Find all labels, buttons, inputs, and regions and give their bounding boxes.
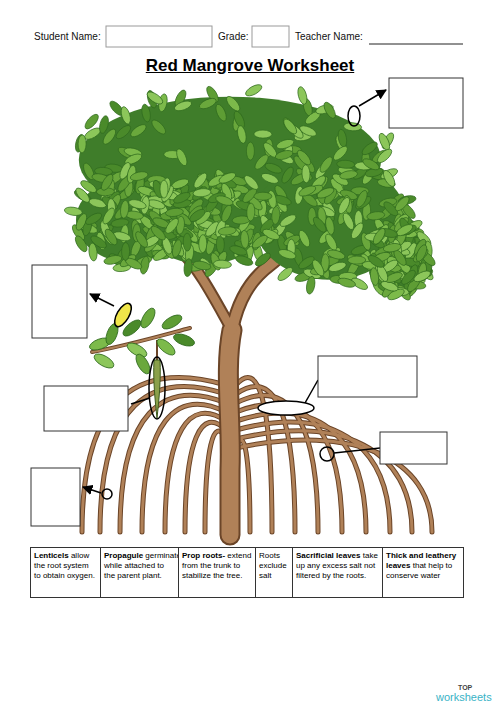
fact-text: Roots exclude salt xyxy=(259,551,287,580)
watermark: worksheets xyxy=(436,691,492,704)
field-label: Student Name: xyxy=(34,31,101,43)
fact-heading: Prop roots- xyxy=(182,551,225,560)
grade-input-box xyxy=(252,26,289,47)
callout-markers xyxy=(102,106,360,499)
fact-heading: Sacrificial leaves xyxy=(296,551,361,560)
leader-lines xyxy=(83,90,386,493)
fact-box: Propagulegerminates while attached to th… xyxy=(100,547,179,598)
worksheet-title: Red Mangrove Worksheet xyxy=(0,56,500,76)
field-label: Teacher Name: xyxy=(295,31,363,43)
teacher-name-line xyxy=(369,44,463,45)
name-input-box xyxy=(106,26,212,47)
answer-boxes xyxy=(31,78,463,526)
fact-heading: Lenticels xyxy=(34,551,69,560)
leaf-canopy xyxy=(64,82,438,302)
fact-box: Lenticelsallow the root system to obtain… xyxy=(30,547,101,598)
fact-box: Prop roots-extend from the trunk to stab… xyxy=(178,547,256,598)
fact-heading: Propagule xyxy=(104,551,143,560)
tree-trunk xyxy=(120,120,360,535)
propagule xyxy=(154,360,161,418)
fact-box: Roots exclude salt xyxy=(255,547,293,598)
field-label: Grade: xyxy=(218,31,249,43)
fact-box: Thick and leathery leavesthat help to co… xyxy=(382,547,464,598)
fact-box: Sacrificial leavestake up any excess sal… xyxy=(292,547,383,598)
branch-leaves xyxy=(88,306,196,376)
